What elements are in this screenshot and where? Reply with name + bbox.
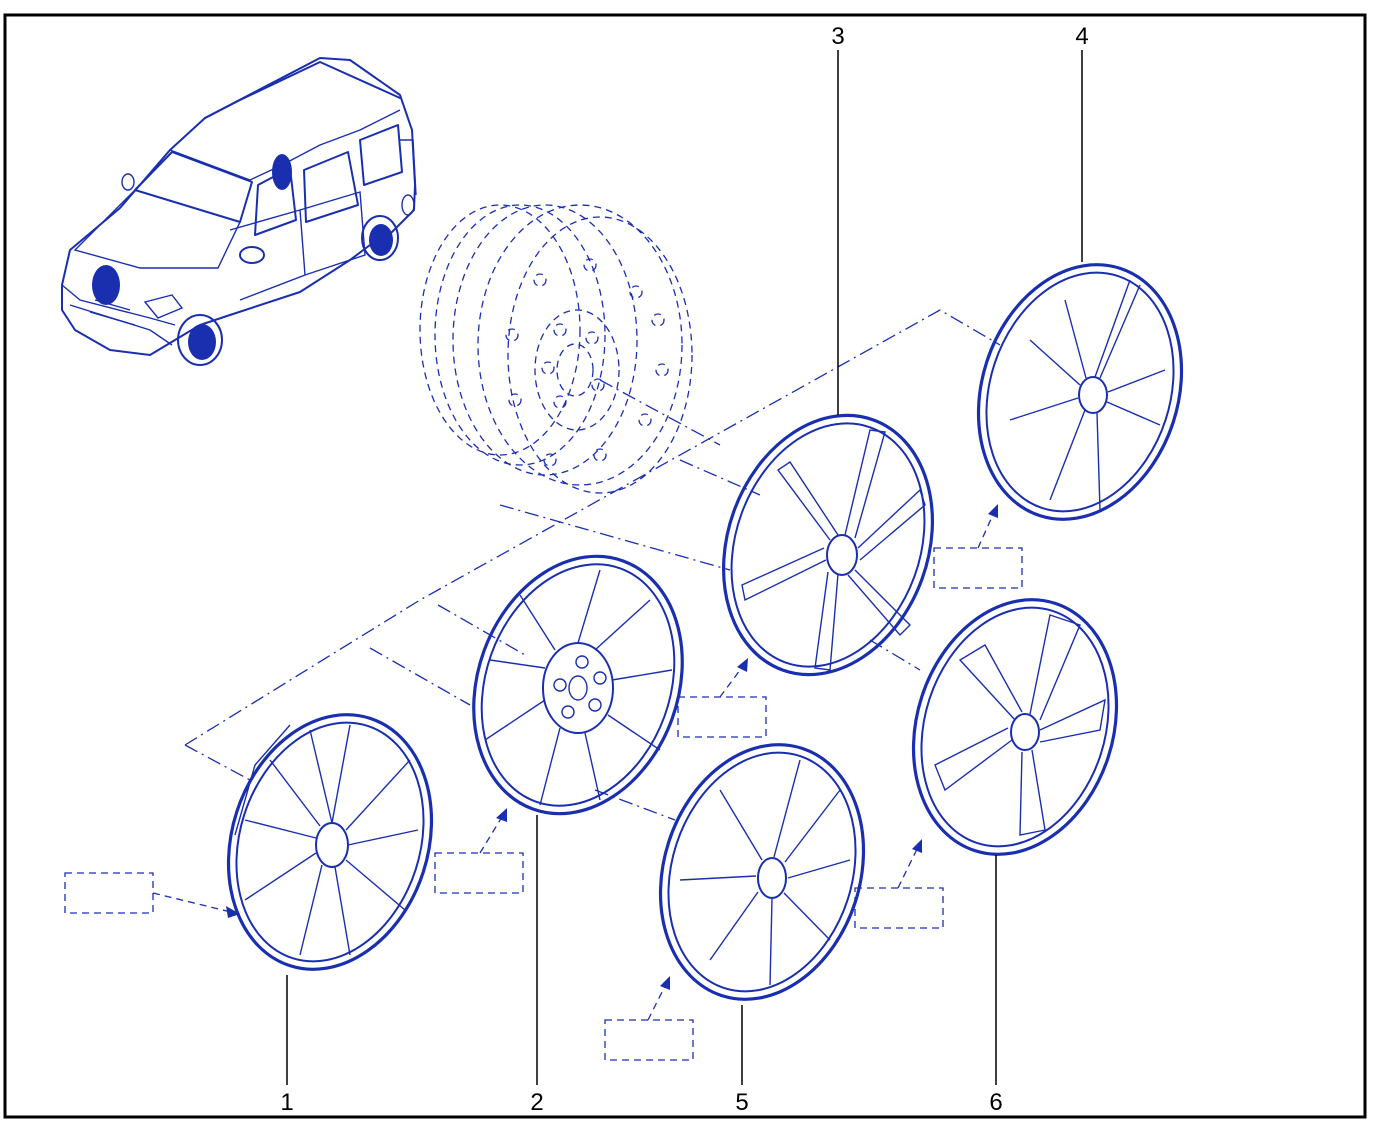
vehicle-locator-illustration xyxy=(61,57,417,366)
callout-6: 6 xyxy=(989,1089,1002,1116)
reference-box-2 xyxy=(434,852,524,894)
callout-leaders xyxy=(286,50,1083,1085)
callout-1: 1 xyxy=(280,1089,293,1116)
wheel-cover-6[interactable] xyxy=(882,573,1149,881)
callout-5: 5 xyxy=(735,1089,748,1116)
callout-labels: 1 2 3 4 5 6 xyxy=(280,23,1088,1116)
wheel-cover-2[interactable] xyxy=(439,527,717,843)
steel-wheel-rim xyxy=(419,204,693,494)
reference-boxes xyxy=(64,504,1023,1061)
reference-box-3 xyxy=(677,696,767,738)
reference-box-5 xyxy=(604,1019,694,1061)
reference-box-6 xyxy=(854,887,944,929)
diagram-frame xyxy=(3,13,1367,1119)
wheel-cover-3[interactable] xyxy=(689,386,968,704)
wheel-cover-1[interactable] xyxy=(197,688,464,996)
reference-box-4 xyxy=(933,547,1023,589)
reference-box-1 xyxy=(64,872,154,914)
callout-3: 3 xyxy=(831,23,844,50)
callout-2: 2 xyxy=(530,1089,543,1116)
wheel-cover-4[interactable] xyxy=(947,238,1214,546)
callout-4: 4 xyxy=(1075,23,1088,50)
